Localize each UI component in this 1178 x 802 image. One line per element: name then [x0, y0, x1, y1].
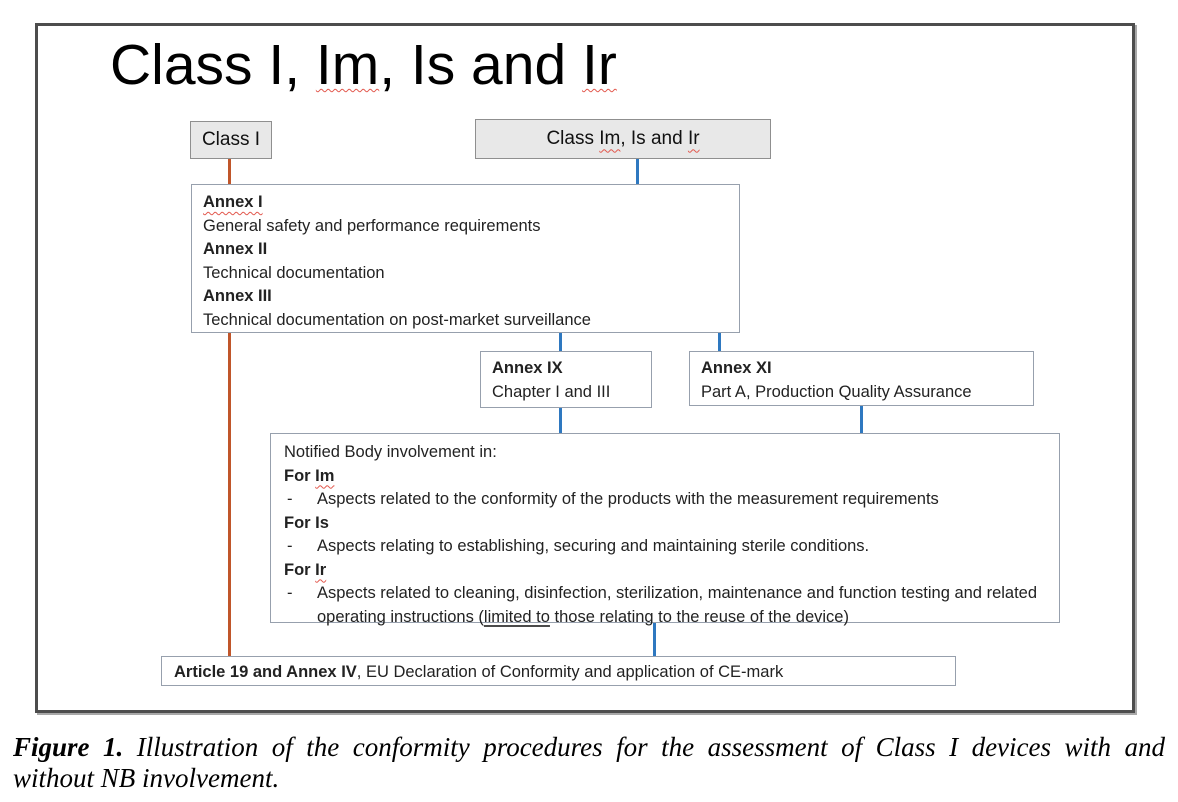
connector-classI-to-annex-orange-line	[228, 159, 231, 184]
figure-caption: Figure 1. Illustration of the conformity…	[13, 732, 1165, 794]
node-class-im-label: Class Im, Is and Ir	[546, 128, 700, 150]
article19-rest: , EU Declaration of Conformity and appli…	[356, 663, 784, 681]
nb-bullet-im: - Aspects related to the conformity of t…	[284, 488, 1049, 512]
node-annex-ix: Annex IX Chapter I and III	[480, 351, 652, 408]
node-annex-xi: Annex XI Part A, Production Quality Assu…	[689, 351, 1034, 406]
limited-to-underlined: limited to	[483, 607, 550, 626]
connector-annexIX-to-nb-blue-line	[559, 408, 562, 433]
annex-ii-heading: Annex II	[203, 240, 268, 258]
nb-for-is: For Is	[284, 513, 329, 532]
connector-classI-to-article19-orange-line	[228, 333, 231, 656]
figure-title: Class I, Im, Is and Ir	[110, 33, 617, 97]
title-ir-spellcheck: Ir	[582, 33, 617, 97]
node-notified-body: Notified Body involvement in: For Im - A…	[270, 433, 1060, 626]
node-annex-i-ii-iii: Annex I General safety and performance r…	[191, 184, 740, 333]
annex-i-heading: Annex I	[203, 193, 263, 211]
title-text: Class I,	[110, 33, 316, 97]
bullet-dash: -	[287, 584, 293, 602]
connector-nb-to-article19-blue-line	[653, 623, 656, 656]
nb-for-ir: For Ir	[284, 560, 327, 579]
node-class-i: Class I	[190, 121, 272, 159]
node-class-im-is-ir: Class Im, Is and Ir	[475, 119, 771, 159]
caption-line-2: without NB involvement.	[13, 763, 280, 793]
bullet-dash: -	[287, 490, 293, 508]
nb-for-im: For Im	[284, 466, 335, 485]
annex-ix-heading: Annex IX	[492, 359, 563, 377]
annex-xi-heading: Annex XI	[701, 359, 772, 377]
annex-iii-text: Technical documentation on post-market s…	[203, 310, 591, 329]
annex-i-text: General safety and performance requireme…	[203, 216, 541, 235]
connector-annex-to-annexXI-blue-line	[718, 333, 721, 351]
connector-classIm-to-annex-blue-line	[636, 156, 639, 184]
title-im-spellcheck: Im	[315, 33, 380, 97]
article19-bold: Article 19 and Annex IV	[174, 663, 357, 681]
nb-intro: Notified Body involvement in:	[284, 443, 497, 461]
bullet-dash: -	[287, 537, 293, 555]
caption-line-1: Figure 1. Illustration of the conformity…	[13, 732, 1165, 763]
annex-ix-text: Chapter I and III	[492, 382, 611, 401]
nb-bullet-im-text: Aspects related to the conformity of the…	[317, 490, 939, 508]
caption-figure-label: Figure 1.	[13, 732, 124, 762]
nb-bullet-is: - Aspects relating to establishing, secu…	[284, 535, 1049, 559]
annex-xi-text: Part A, Production Quality Assurance	[701, 382, 972, 401]
annex-ii-text: Technical documentation	[203, 263, 385, 282]
connector-annexXI-to-nb-blue-line	[860, 406, 863, 433]
figure-frame: Class I, Im, Is and Ir Class I Class Im,…	[35, 23, 1135, 713]
caption-text-1: Illustration of the conformity procedure…	[136, 732, 1166, 762]
annex-iii-heading: Annex III	[203, 287, 272, 305]
nb-bullet-ir: - Aspects related to cleaning, disinfect…	[284, 582, 1049, 629]
nb-bullet-is-text: Aspects relating to establishing, securi…	[317, 537, 870, 555]
node-article-19: Article 19 and Annex IV, EU Declaration …	[161, 656, 956, 686]
nb-bullet-ir-text: Aspects related to cleaning, disinfectio…	[317, 584, 1038, 626]
connector-annex-to-annexIX-blue-line	[559, 333, 562, 351]
node-class-i-label: Class I	[201, 129, 261, 151]
